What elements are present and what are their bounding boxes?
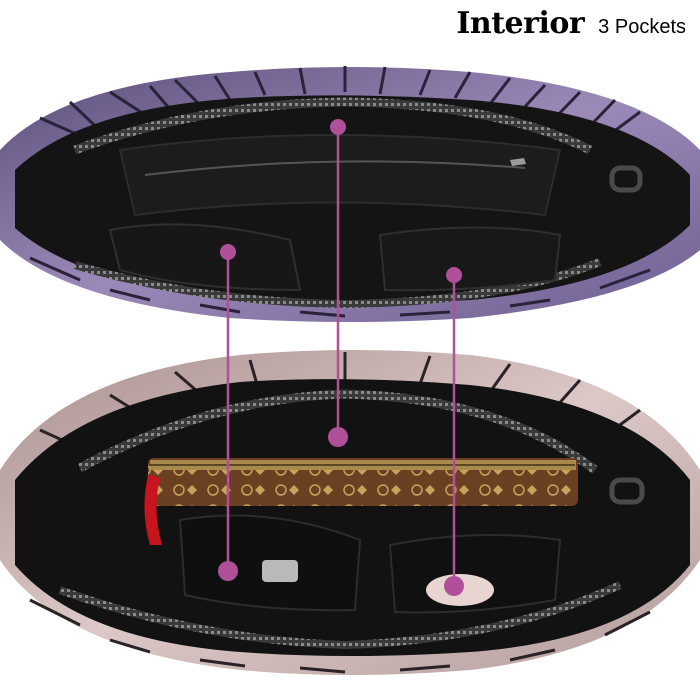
red-tab xyxy=(144,475,162,545)
pocket-marker-icon xyxy=(444,576,464,596)
wallet xyxy=(144,458,578,545)
pocket-marker-icon xyxy=(218,561,238,581)
pocket-marker-icon xyxy=(328,427,348,447)
pocket-markers xyxy=(218,119,464,596)
top-side-pocket-right xyxy=(378,226,562,292)
bottom-strap-ring xyxy=(609,477,645,505)
top-strap-ring xyxy=(609,165,643,193)
top-bag-tiles xyxy=(29,66,651,318)
pocket-marker-icon xyxy=(330,119,346,135)
zipper-pull-icon xyxy=(510,158,526,166)
top-side-pocket-left xyxy=(108,223,302,292)
top-back-pocket xyxy=(118,134,562,217)
top-bag xyxy=(0,66,700,322)
bottom-zipper xyxy=(77,389,598,474)
page-title: Interior xyxy=(456,6,585,41)
bottom-bag xyxy=(0,350,700,675)
top-zipper xyxy=(73,97,593,155)
bottom-bag-opening xyxy=(15,379,690,656)
pocket-marker-icon xyxy=(446,267,462,283)
compact-item xyxy=(262,560,298,582)
header: Interior 3 Pockets xyxy=(456,6,686,41)
page-subtitle: 3 Pockets xyxy=(598,16,686,38)
pocket-marker-icon xyxy=(220,244,236,260)
